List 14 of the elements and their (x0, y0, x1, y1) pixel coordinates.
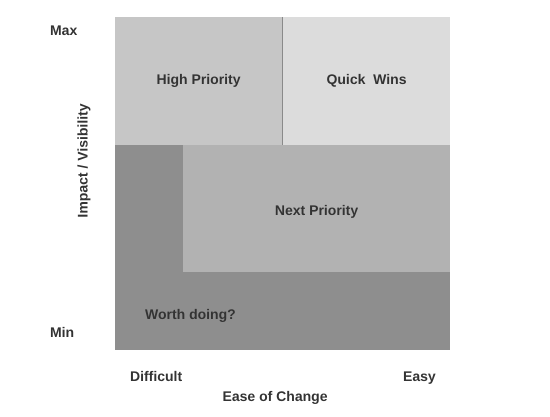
quadrant-region (283, 17, 450, 145)
axis-title: Ease of Change (221, 387, 329, 406)
axis-tick-label: Difficult (130, 367, 182, 386)
axis-tick-label: Easy (403, 367, 436, 386)
axis-tick-label: Max (50, 21, 78, 40)
axis-tick-label: Min (50, 323, 74, 342)
axis-title: Impact / Visibility (74, 102, 92, 220)
quadrant-label: Next Priority (274, 201, 360, 220)
quadrant-label: High Priority (155, 70, 242, 89)
quadrant-region (183, 145, 450, 272)
quadrant-region (115, 145, 450, 350)
quadrant-label: Worth doing? (145, 305, 236, 324)
quadrant-region (115, 17, 283, 145)
quadrant-label: Quick Wins (325, 70, 408, 89)
